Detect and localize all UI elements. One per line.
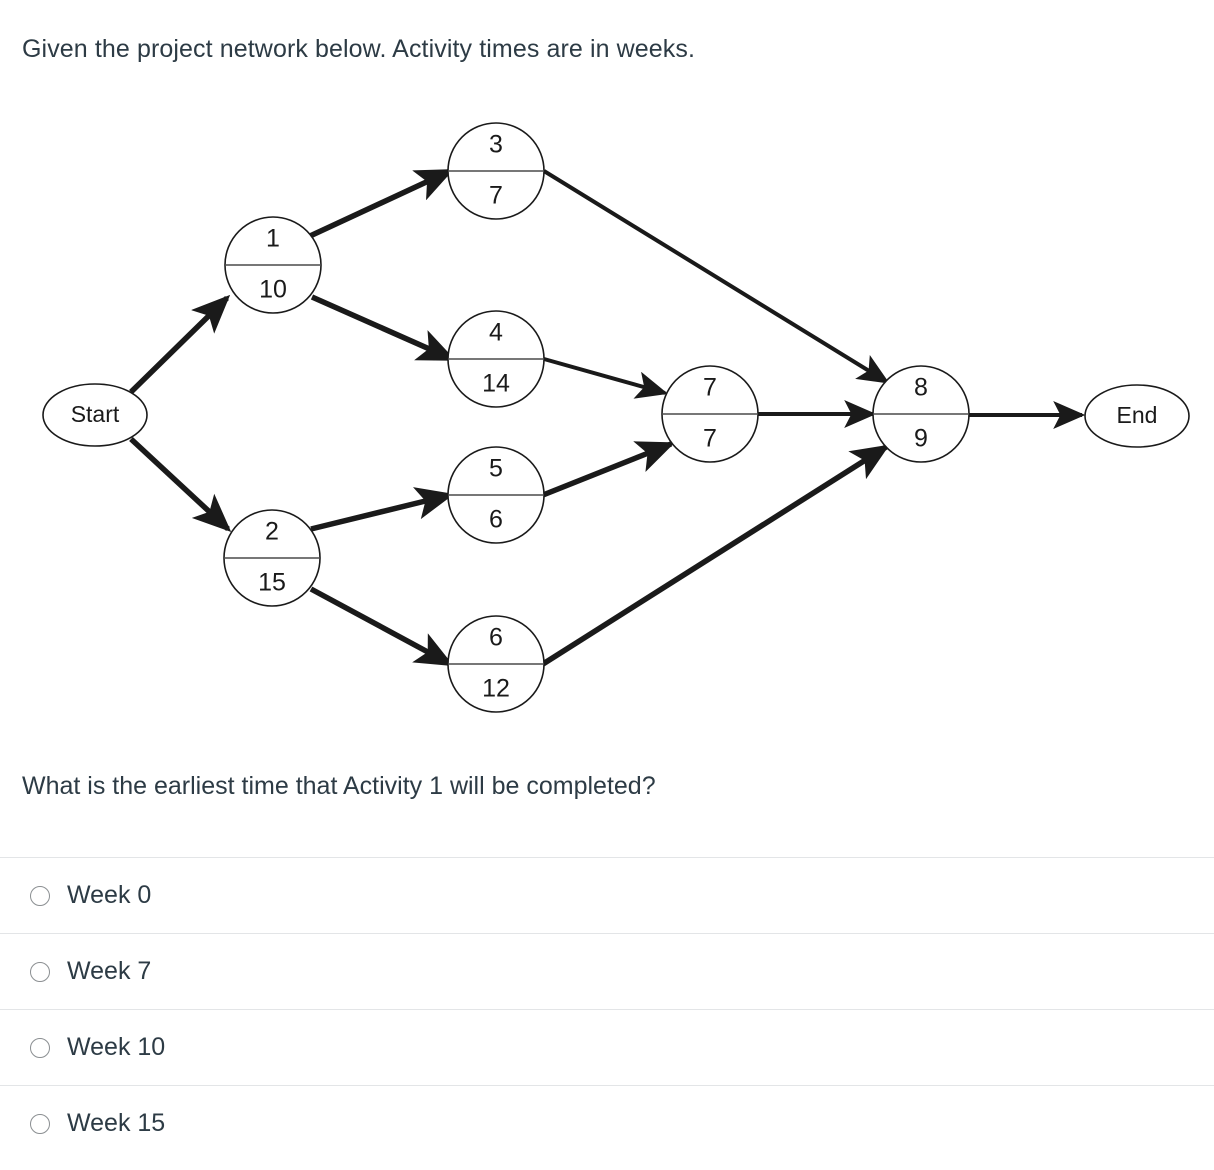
answer-option-3[interactable]: Week 15 bbox=[0, 1085, 1214, 1161]
edge-6-to-8 bbox=[541, 444, 890, 667]
node-6: 6 12 bbox=[447, 615, 545, 713]
edge-5-to-7 bbox=[541, 441, 676, 498]
start-ellipse bbox=[42, 383, 148, 447]
answer-option-2[interactable]: Week 10 bbox=[0, 1009, 1214, 1085]
edge-2-to-5 bbox=[310, 487, 455, 532]
node-3-activity: 3 bbox=[489, 131, 503, 159]
node-6-duration: 12 bbox=[482, 675, 510, 703]
answer-option-1[interactable]: Week 7 bbox=[0, 933, 1214, 1009]
node-end: End bbox=[1084, 384, 1190, 448]
node-2-duration: 15 bbox=[258, 569, 286, 597]
answer-option-0[interactable]: Week 0 bbox=[0, 857, 1214, 933]
question-text: What is the earliest time that Activity … bbox=[22, 772, 656, 800]
edge-2-to-6 bbox=[309, 586, 454, 667]
end-label: End bbox=[1117, 402, 1158, 428]
node-8-duration: 9 bbox=[914, 425, 928, 453]
node-5-activity: 5 bbox=[489, 455, 503, 483]
radio-button-icon[interactable] bbox=[30, 1037, 50, 1058]
answer-label: Week 7 bbox=[67, 957, 152, 985]
edge-3-to-8 bbox=[542, 169, 890, 384]
edge-1-to-3 bbox=[308, 168, 454, 239]
edge-group bbox=[129, 168, 1086, 667]
edge-1-to-4 bbox=[310, 294, 457, 362]
prompt-text: Given the project network below. Activit… bbox=[22, 35, 696, 63]
node-8: 8 9 bbox=[872, 365, 970, 463]
node-2: 2 15 bbox=[223, 509, 321, 607]
radio-button-icon[interactable] bbox=[30, 961, 50, 982]
edge-start-to-1 bbox=[129, 294, 231, 394]
edge-4-to-7 bbox=[543, 357, 669, 399]
answer-label: Week 10 bbox=[67, 1033, 166, 1061]
node-1: 1 10 bbox=[224, 216, 322, 314]
node-1-duration: 10 bbox=[259, 276, 287, 304]
node-3-duration: 7 bbox=[489, 182, 503, 210]
answer-label: Week 15 bbox=[67, 1109, 166, 1137]
node-7-activity: 7 bbox=[703, 374, 717, 402]
start-label: Start bbox=[71, 401, 120, 427]
node-4-activity: 4 bbox=[489, 319, 503, 347]
node-7: 7 7 bbox=[661, 365, 759, 463]
node-8-activity: 8 bbox=[914, 374, 928, 402]
answer-options-list: Week 0 Week 7 Week 10 Week 15 bbox=[0, 857, 1214, 1161]
node-3: 3 7 bbox=[447, 122, 545, 220]
project-network-diagram: Start 1 10 3 7 4 14 5 6 bbox=[0, 95, 1214, 745]
node-5: 5 6 bbox=[447, 446, 545, 544]
edge-start-to-2 bbox=[129, 436, 232, 532]
node-5-duration: 6 bbox=[489, 506, 503, 534]
node-2-activity: 2 bbox=[265, 518, 279, 546]
node-4: 4 14 bbox=[447, 310, 545, 408]
end-ellipse bbox=[1084, 384, 1190, 448]
node-1-activity: 1 bbox=[266, 225, 280, 253]
radio-button-icon[interactable] bbox=[30, 1113, 50, 1134]
answer-label: Week 0 bbox=[67, 881, 152, 909]
node-start: Start bbox=[42, 383, 148, 447]
node-4-duration: 14 bbox=[482, 370, 510, 398]
network-svg: Start 1 10 3 7 4 14 5 6 bbox=[42, 122, 1190, 713]
node-7-duration: 7 bbox=[703, 425, 717, 453]
radio-button-icon[interactable] bbox=[30, 885, 50, 906]
node-6-activity: 6 bbox=[489, 624, 503, 652]
